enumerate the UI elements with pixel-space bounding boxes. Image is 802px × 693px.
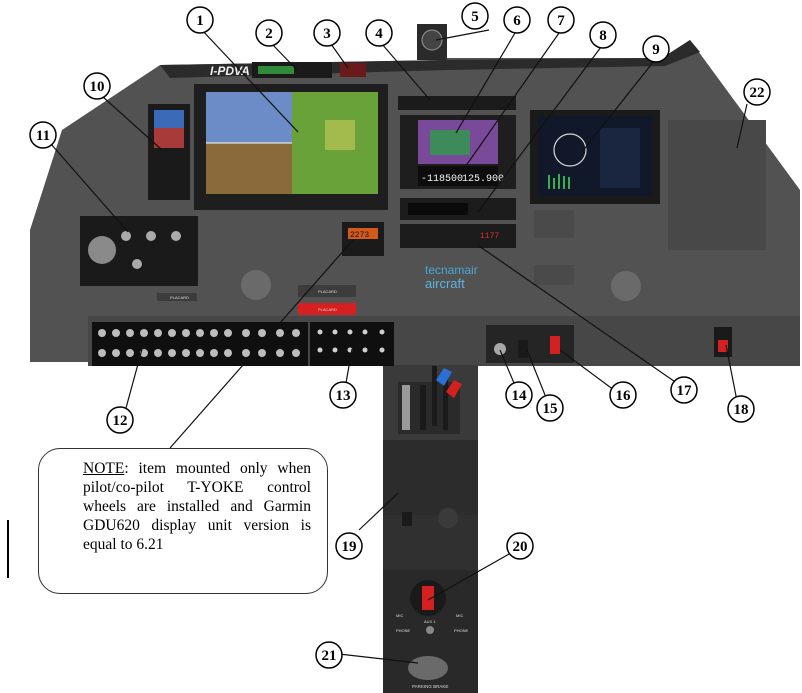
left-margin-bar [7, 520, 9, 578]
callout-12: 12 [106, 406, 134, 434]
placard-center-text: PLACARD [318, 289, 337, 294]
svg-text:17: 17 [677, 383, 693, 399]
aux-label: AUX 1 [424, 619, 436, 624]
placard-left [157, 293, 197, 301]
placard-right-b [534, 265, 574, 285]
svg-text:14: 14 [512, 388, 528, 404]
callout-11: 11 [29, 121, 57, 149]
callout-4: 4 [365, 19, 393, 47]
callout-6: 6 [503, 6, 531, 34]
right-air-vent [611, 271, 641, 301]
mic-right-label: MIC [456, 613, 463, 618]
callout-19: 19 [335, 532, 363, 560]
note-text: : item mounted only when pilot/co-pilot … [83, 460, 311, 553]
mixture-lever-knob [446, 380, 462, 398]
callout-markers: 1 2 3 4 5 6 7 8 9 10 11 12 13 14 15 16 1… [29, 2, 771, 669]
svg-text:13: 13 [336, 388, 351, 404]
parking-brake-handle [408, 656, 448, 680]
magneto-switch [518, 340, 528, 358]
audio-panel [398, 96, 516, 110]
com-frequency: -118500 [421, 174, 463, 185]
fuel-selector [494, 343, 506, 355]
placard-center [298, 285, 356, 297]
svg-text:10: 10 [90, 79, 105, 95]
copilot-panel-area [668, 120, 766, 250]
callout-2: 2 [255, 19, 283, 47]
callout-5: 5 [461, 2, 489, 30]
mic-left-label: MIC [396, 613, 403, 618]
svg-text:21: 21 [322, 648, 337, 664]
placard-left-text: PLACARD [170, 295, 189, 300]
callout-22: 22 [743, 78, 771, 106]
callout-10: 10 [83, 72, 111, 100]
svg-text:11: 11 [36, 128, 50, 144]
svg-text:5: 5 [471, 9, 479, 25]
baro-value: 2273 [350, 231, 369, 240]
svg-text:2: 2 [265, 26, 273, 42]
trim-switch [402, 512, 412, 526]
callout-3: 3 [313, 19, 341, 47]
svg-text:16: 16 [616, 388, 632, 404]
svg-text:22: 22 [750, 85, 765, 101]
red-annunciator [340, 63, 366, 77]
callout-7: 7 [547, 6, 575, 34]
left-air-vent [241, 270, 271, 300]
brand-line2: aircraft [425, 276, 465, 291]
registration-text: I-PDVA [210, 64, 250, 78]
switch-panel [310, 322, 394, 366]
placard-red [298, 303, 356, 315]
placard-right-a [534, 210, 574, 238]
callout-13: 13 [329, 381, 357, 409]
svg-text:4: 4 [375, 26, 383, 42]
placard-red-text: PLACARD [318, 307, 337, 312]
callout-16: 16 [609, 381, 637, 409]
svg-text:8: 8 [599, 28, 607, 44]
note-box: NOTE: item mounted only when pilot/co-pi… [38, 448, 328, 594]
leader-lines [50, 27, 748, 664]
callout-17: 17 [670, 376, 698, 404]
red-switch-16 [550, 336, 560, 354]
svg-text:19: 19 [342, 539, 357, 555]
svg-text:7: 7 [557, 13, 565, 29]
svg-text:1: 1 [196, 13, 204, 29]
brand-line1: tecnamair [425, 263, 478, 277]
parking-brake-label: PARKING BRAKE [412, 684, 448, 689]
callout-15: 15 [536, 394, 564, 422]
svg-text:15: 15 [543, 401, 558, 417]
svg-text:9: 9 [652, 42, 660, 58]
nav-radio [400, 224, 516, 248]
svg-text:12: 12 [113, 413, 128, 429]
com-standby-frequency: 125.900 [462, 174, 504, 185]
phone-left-label: PHONE [396, 628, 411, 633]
transponder-code: 1177 [480, 232, 499, 241]
callout-8: 8 [589, 21, 617, 49]
svg-text:6: 6 [513, 13, 521, 29]
callout-14: 14 [505, 381, 533, 409]
note-label: NOTE [83, 460, 125, 477]
callout-20: 20 [506, 532, 534, 560]
aux-jack [426, 626, 434, 634]
callout-21: 21 [315, 641, 343, 669]
callout-18: 18 [727, 395, 755, 423]
phone-right-label: PHONE [454, 628, 469, 633]
svg-text:18: 18 [734, 402, 749, 418]
prop-lever-knob [436, 368, 452, 386]
svg-text:3: 3 [323, 26, 331, 42]
circuit-breakers [98, 329, 300, 357]
callout-1: 1 [186, 6, 214, 34]
svg-text:20: 20 [513, 539, 528, 555]
callout-9: 9 [642, 35, 670, 63]
